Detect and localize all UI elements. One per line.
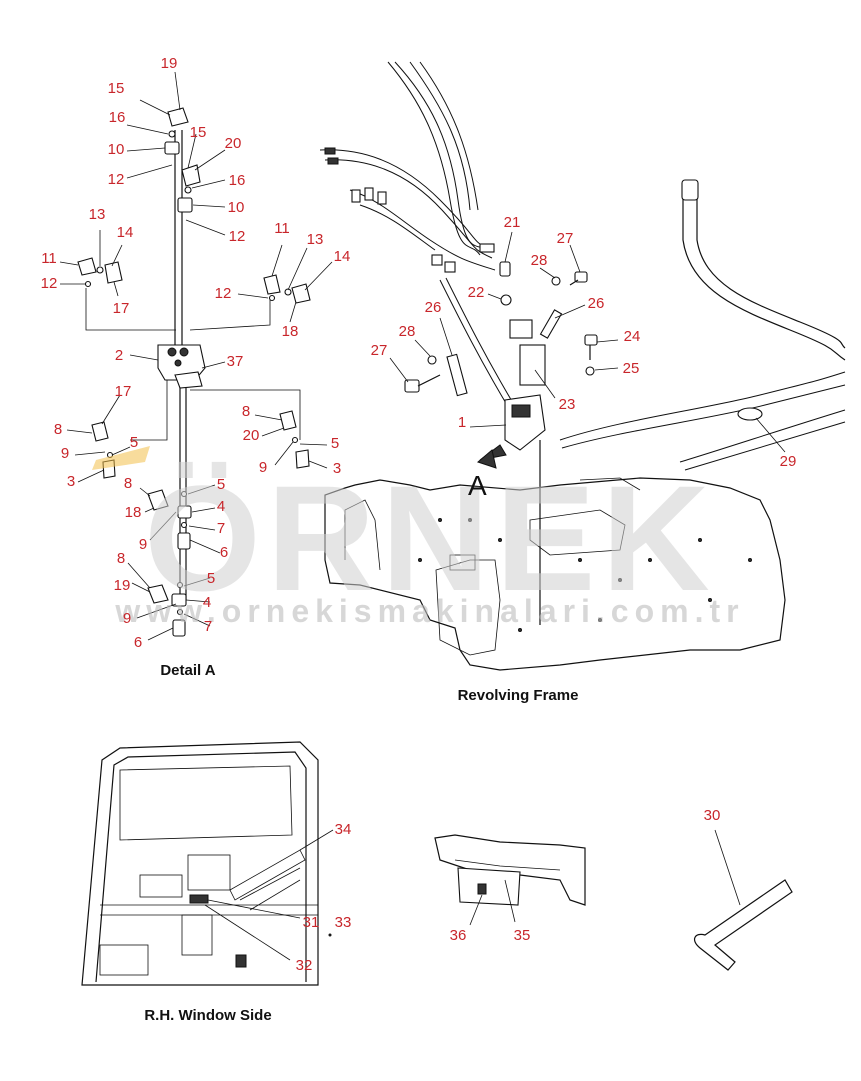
callout-31: 31: [303, 914, 320, 931]
callout-9: 9: [61, 445, 69, 462]
view-arrow-letter: A: [468, 470, 487, 501]
callout-9: 9: [139, 536, 147, 553]
callout-24: 24: [624, 328, 641, 345]
callout-17: 17: [113, 300, 130, 317]
callout-32: 32: [296, 957, 313, 974]
callout-9: 9: [123, 610, 131, 627]
view-label-rh-window-side: R.H. Window Side: [144, 1007, 271, 1024]
callout-5: 5: [331, 435, 339, 452]
callout-15: 15: [190, 124, 207, 141]
callout-9: 9: [259, 459, 267, 476]
part-callouts: 19 15 16 15 20 10 16 12 10 12 13 14 11 1…: [41, 55, 797, 974]
callout-13: 13: [307, 231, 324, 248]
callout-8: 8: [124, 475, 132, 492]
callout-26: 26: [588, 295, 605, 312]
callout-20: 20: [225, 135, 242, 152]
callout-7: 7: [204, 618, 212, 635]
callout-27: 27: [557, 230, 574, 247]
callout-11: 11: [41, 250, 57, 267]
callout-37: 37: [227, 353, 244, 370]
callout-17: 17: [115, 383, 132, 400]
callout-35: 35: [514, 927, 531, 944]
callout-4: 4: [217, 498, 225, 515]
view-label-detail-a: Detail A: [160, 662, 215, 679]
callout-12: 12: [229, 228, 246, 245]
callout-16: 16: [229, 172, 246, 189]
callout-5: 5: [217, 476, 225, 493]
callout-3: 3: [67, 473, 75, 490]
watermark-brand: ÖRNEK: [144, 454, 716, 622]
callout-36: 36: [450, 927, 467, 944]
callout-10: 10: [228, 199, 245, 216]
callout-28: 28: [399, 323, 416, 340]
hex-key-drawing: [693, 829, 793, 971]
callout-6: 6: [134, 634, 142, 651]
callout-5: 5: [130, 434, 138, 451]
callout-19: 19: [114, 577, 131, 594]
callout-8: 8: [117, 550, 125, 567]
revolving-frame-drawing: [319, 61, 846, 671]
callout-12: 12: [41, 275, 58, 292]
callout-1: 1: [458, 414, 466, 431]
callout-26: 26: [425, 299, 442, 316]
rh-window-side-drawing: [81, 741, 334, 986]
callout-13: 13: [89, 206, 106, 223]
callout-15: 15: [108, 80, 125, 97]
callout-10: 10: [108, 141, 125, 158]
callout-3: 3: [333, 460, 341, 477]
callout-19: 19: [161, 55, 178, 72]
watermark-url: www.ornekismakinalari.com.tr: [114, 593, 744, 629]
callout-5: 5: [207, 570, 215, 587]
callout-29: 29: [780, 453, 797, 470]
callout-2: 2: [115, 347, 123, 364]
callout-22: 22: [468, 284, 485, 301]
detail-a-drawing: [59, 71, 333, 641]
callout-7: 7: [217, 520, 225, 537]
callout-33: 33: [335, 914, 352, 931]
callout-8: 8: [242, 403, 250, 420]
callout-34: 34: [335, 821, 352, 838]
callout-12: 12: [108, 171, 125, 188]
watermark: ÖRNEK www.ornekismakinalari.com.tr: [114, 454, 744, 629]
callout-30: 30: [704, 807, 721, 824]
callout-14: 14: [117, 224, 134, 241]
callout-6: 6: [220, 544, 228, 561]
callout-21: 21: [504, 214, 521, 231]
callout-18: 18: [282, 323, 299, 340]
callout-23: 23: [559, 396, 576, 413]
callout-14: 14: [334, 248, 351, 265]
callout-8: 8: [54, 421, 62, 438]
callout-18: 18: [125, 504, 142, 521]
bracket-drawing: [434, 834, 586, 926]
callout-20: 20: [243, 427, 260, 444]
view-label-revolving-frame: Revolving Frame: [458, 687, 579, 704]
callout-12: 12: [215, 285, 232, 302]
callout-25: 25: [623, 360, 640, 377]
callout-16: 16: [109, 109, 126, 126]
callout-27: 27: [371, 342, 388, 359]
callout-4: 4: [203, 594, 211, 611]
callout-11: 11: [274, 220, 290, 237]
callout-28: 28: [531, 252, 548, 269]
